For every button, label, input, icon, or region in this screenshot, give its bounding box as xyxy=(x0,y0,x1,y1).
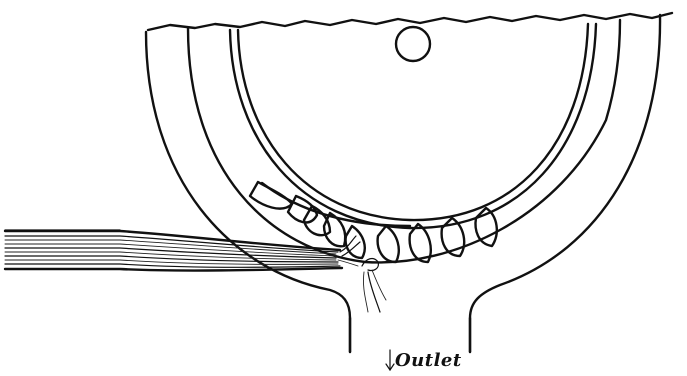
outlet-arrow xyxy=(386,350,394,370)
water-jet xyxy=(5,230,342,271)
bucket-ring-inner xyxy=(262,183,410,226)
outlet-label: Outlet xyxy=(395,350,462,371)
bucket xyxy=(378,226,399,262)
bucket xyxy=(250,182,292,209)
casing-outer-wall-right xyxy=(470,15,660,352)
shaft-hole xyxy=(396,27,430,61)
bucket xyxy=(346,226,365,258)
runner-wheel-inner xyxy=(238,24,588,220)
